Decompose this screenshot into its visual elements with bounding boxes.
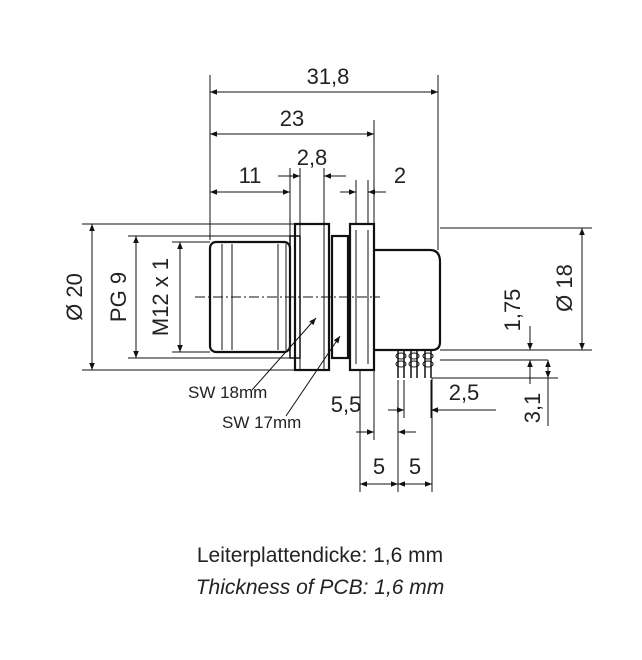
- dimension-2: [340, 180, 386, 224]
- dim-1-75-label: 1,75: [500, 289, 525, 332]
- sw18-label: SW 18mm: [188, 383, 267, 402]
- connector-body: [208, 222, 442, 378]
- caption-german: Leiterplattendicke: 1,6 mm: [197, 544, 443, 567]
- dimension-1-75: [440, 326, 548, 384]
- dimension-2-8: [278, 168, 346, 224]
- dim-5-5-label: 5,5: [331, 392, 362, 417]
- dim-2-label: 2: [394, 163, 406, 188]
- dim-5a-label: 5: [373, 454, 385, 479]
- dim-2-8-label: 2,8: [297, 145, 328, 170]
- dimension-23: [210, 120, 375, 224]
- dimension-11: [210, 168, 291, 236]
- dimension-31-8: [209, 75, 439, 250]
- dimension-pg9: [128, 235, 290, 359]
- dim-23-label: 23: [280, 106, 304, 131]
- dim-pg9-label: PG 9: [106, 272, 131, 322]
- dim-11-label: 11: [239, 163, 262, 188]
- sw-leaders: [251, 317, 341, 417]
- dim-m12-label: M12 x 1: [148, 258, 173, 336]
- dim-3-1-label: 3,1: [520, 393, 545, 424]
- dimension-2-5: [388, 380, 496, 418]
- sw17-label: SW 17mm: [222, 413, 301, 432]
- dimension-m12: [172, 241, 210, 353]
- dimension-5-5: [356, 370, 416, 440]
- dimension-5-5-pair: [359, 370, 433, 492]
- dim-31-8-label: 31,8: [307, 64, 350, 89]
- dimension-dia-20: [82, 223, 295, 371]
- dim-dia-20-label: Ø 20: [62, 273, 87, 321]
- dim-dia-18-label: Ø 18: [552, 264, 577, 312]
- dim-5b-label: 5: [409, 454, 421, 479]
- caption-english: Thickness of PCB: 1,6 mm: [196, 576, 445, 599]
- dimension-3-1: [432, 360, 558, 426]
- dim-2-5-label: 2,5: [449, 380, 480, 405]
